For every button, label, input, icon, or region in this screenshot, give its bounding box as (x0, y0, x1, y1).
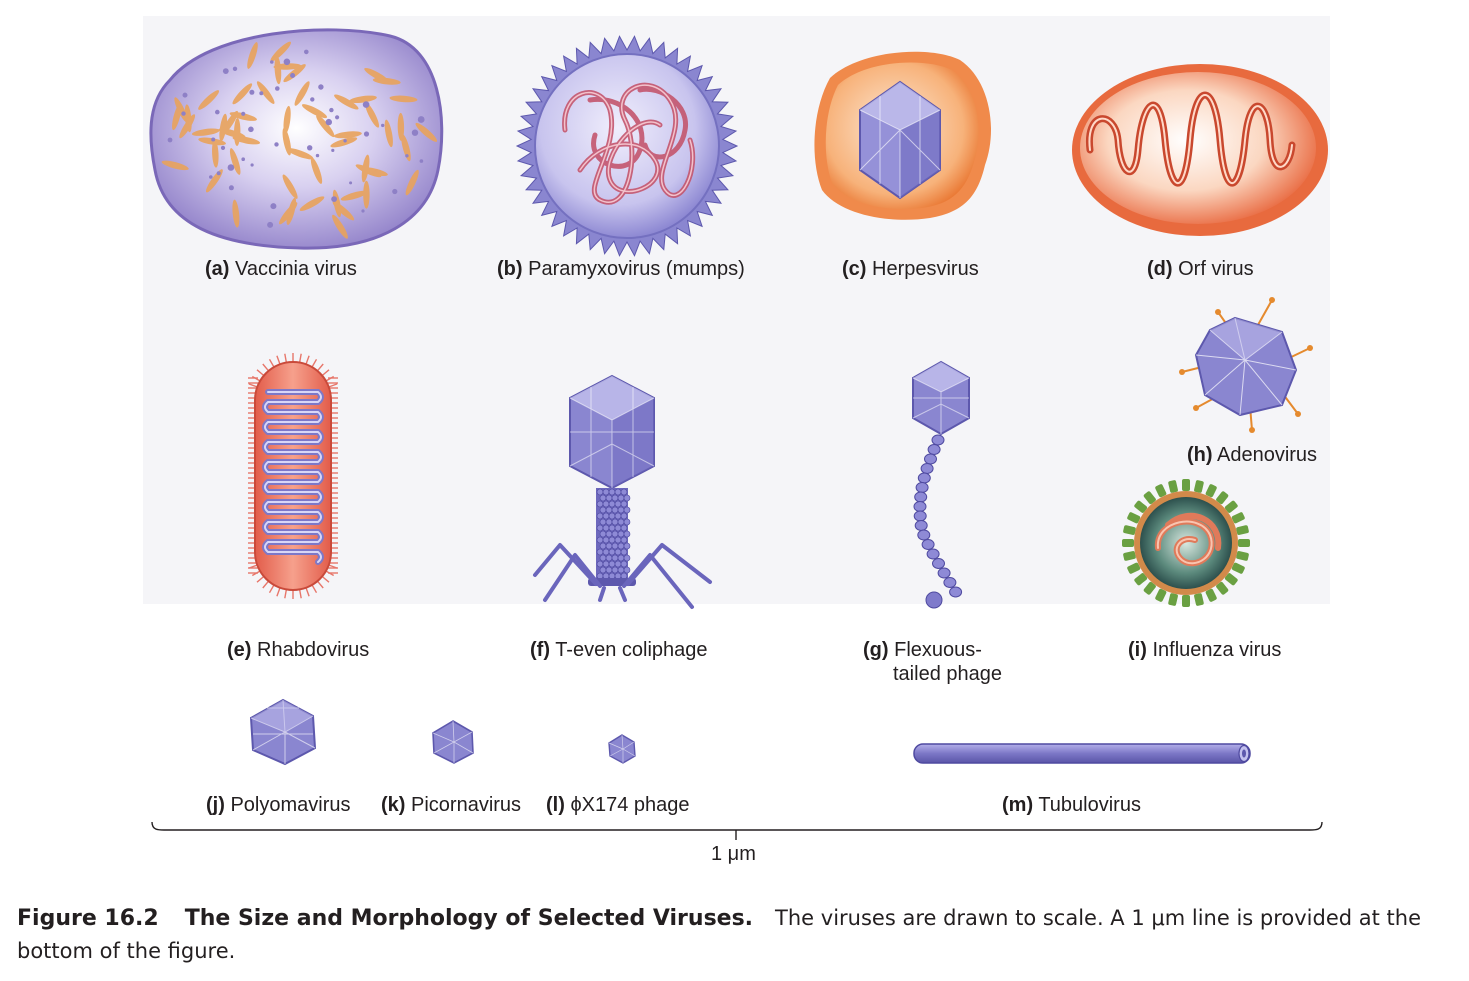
caption-figure-number: Figure 16.2 (17, 906, 159, 931)
label-picornavirus: (k) Picornavirus (381, 794, 522, 816)
label-flexuous-tailed-phage-line2: tailed phage (893, 663, 1002, 685)
label-tubulovirus: (m) Tubulovirus (1002, 794, 1141, 816)
label-herpesvirus: (c) Herpesvirus (842, 258, 979, 280)
polyomavirus-illustration (249, 698, 317, 766)
label-polyomavirus: (j) Polyomavirus (206, 794, 351, 816)
label-t-even-coliphage: (f) T-even coliphage (530, 639, 708, 661)
tubulovirus-illustration (913, 743, 1251, 764)
orf-virus-illustration (1072, 64, 1328, 236)
adenovirus-illustration (1179, 297, 1313, 433)
scale-label: 1 μm (711, 843, 756, 865)
caption-title: The Size and Morphology of Selected Viru… (184, 906, 754, 931)
label-flexuous-tailed-phage: (g) Flexuous- (863, 639, 982, 661)
label-adenovirus: (h) Adenovirus (1187, 444, 1318, 466)
label-vaccinia-virus: (a) Vaccinia virus (205, 258, 357, 280)
label-orf-virus: (d) Orf virus (1147, 258, 1254, 280)
figure-caption: Figure 16.2 The Size and Morphology of Se… (17, 902, 1457, 967)
paramyxovirus-illustration (515, 35, 739, 257)
phix174-phage-illustration (608, 734, 636, 764)
flexuous-tailed-phage-illustration (912, 360, 970, 609)
picornavirus-illustration (432, 720, 474, 764)
vaccinia-virus-illustration (149, 28, 444, 250)
herpesvirus-illustration (814, 51, 992, 220)
label-influenza-virus: (i) Influenza virus (1128, 639, 1282, 661)
rhabdovirus-illustration (248, 353, 338, 599)
label-phix174-phage: (l) ϕX174 phage (546, 794, 690, 816)
label-paramyxovirus: (b) Paramyxovirus (mumps) (497, 258, 745, 280)
influenza-virus-illustration (1122, 479, 1250, 607)
label-rhabdovirus: (e) Rhabdovirus (227, 639, 370, 661)
caption-text: The viruses are drawn to scale. A 1 μm l… (17, 906, 1422, 963)
t-even-coliphage-illustration (533, 374, 712, 609)
scale-bracket (151, 821, 1323, 840)
